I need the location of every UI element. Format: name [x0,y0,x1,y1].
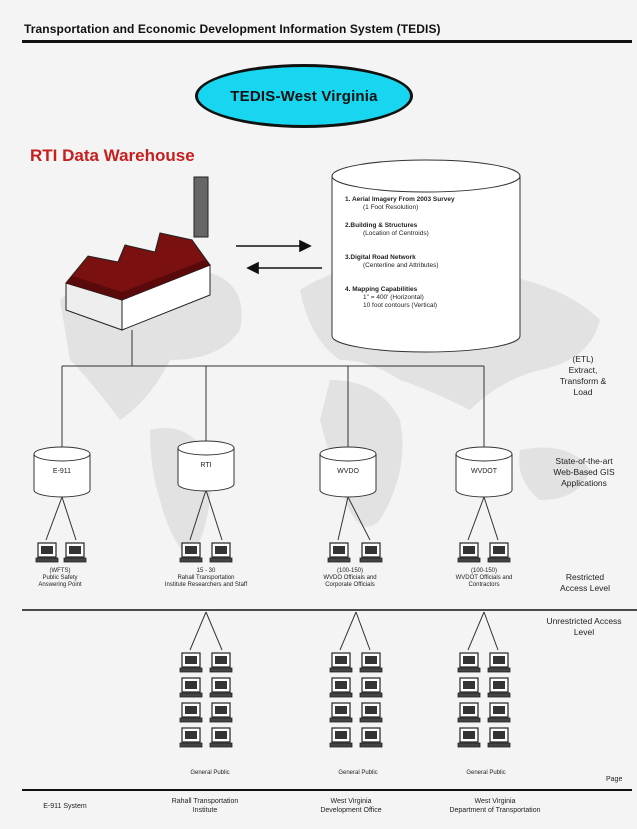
item-title: 4. Mapping Capabilities [345,286,418,293]
web-gis-label: State-of-the-art Web-Based GIS Applicati… [553,456,615,488]
db-label-e911: E-911 [52,468,72,475]
computer-icon [209,542,233,563]
computer-icon [327,542,351,563]
db-label-wvdo: WVDO [337,468,359,475]
cylinder-item-mapping: 4. Mapping Capabilities 1" = 400' (Horiz… [345,286,515,310]
public-terminals-wvdo [329,652,383,748]
caption-wvdo: (100-150) WVDO Officials and Corporate O… [323,568,377,588]
caption-public-rti: General Public [190,770,230,776]
unrestricted-access-label: Unrestricted Access Level [546,616,622,637]
footer-e911: E-911 System [43,803,87,810]
restricted-terminals [35,542,511,563]
db-e911-cylinder [33,446,91,498]
footer-divider [22,789,632,791]
cylinder-item-roads: 3.Digital Road Network (Centerline and A… [345,254,515,270]
tedis-wv-banner: TEDIS-West Virginia [195,64,413,128]
computer-icon [63,542,87,563]
cylinder-item-buildings: 2.Building & Structures (Location of Cen… [345,222,515,238]
etl-label: (ETL) Extract, Transform & Load [559,354,607,397]
item-subtitle: (Location of Centroids) [363,230,429,237]
page-number-label: Page [606,776,623,783]
caption-public-wvdot: General Public [466,770,506,776]
warehouse-title: RTI Data Warehouse [30,146,195,165]
cylinder-item-aerial: 1. Aerial Imagery From 2003 Survey (1 Fo… [345,196,515,212]
computer-icon [457,542,481,563]
banner-label: TEDIS-West Virginia [230,87,378,105]
computer-icon [487,542,511,563]
page-header-title: Transportation and Economic Development … [24,22,441,36]
caption-wvdot: (100-150) WVDOT Officials and Contractor… [455,568,513,588]
public-terminals-wvdot [457,652,511,748]
public-terminals-rti [179,652,233,748]
item-subtitle: 1" = 400' (Horizontal) [363,294,424,301]
db-rti-cylinder [177,440,235,492]
data-warehouse-cylinder [331,159,521,353]
footer-wvdot: West Virginia Department of Transportati… [449,798,541,814]
restricted-access-label: Restricted Access Level [559,572,611,593]
computer-icon [359,542,383,563]
header-divider [22,40,632,43]
db-label-rti: RTI [200,462,212,469]
distribution-lines [45,330,499,651]
footer-wvdo: West Virginia Development Office [320,798,382,814]
db-label-wvdot: WVDOT [470,468,498,475]
footer-rti: Rahall Transportation Institute [171,798,239,814]
db-wvdo-cylinder [319,446,377,498]
item-subtitle: (Centerline and Attributes) [363,262,439,269]
item-subtitle: 10 foot contours (Vertical) [363,302,438,309]
etl-arrows [236,239,322,275]
item-title: 3.Digital Road Network [345,254,416,261]
item-subtitle: (1 Foot Resolution) [363,204,419,211]
computer-icon [179,542,203,563]
item-title: 1. Aerial Imagery From 2003 Survey [345,196,455,203]
computer-icon [35,542,59,563]
caption-public-wvdo: General Public [338,770,378,776]
caption-e911: (WFTS) Public Safety Answering Point [38,568,82,588]
item-title: 2.Building & Structures [345,222,418,229]
caption-rti: 15 - 30 Rahall Transportation Institute … [164,568,248,588]
db-wvdot-cylinder [455,446,513,498]
factory-icon [65,176,211,331]
